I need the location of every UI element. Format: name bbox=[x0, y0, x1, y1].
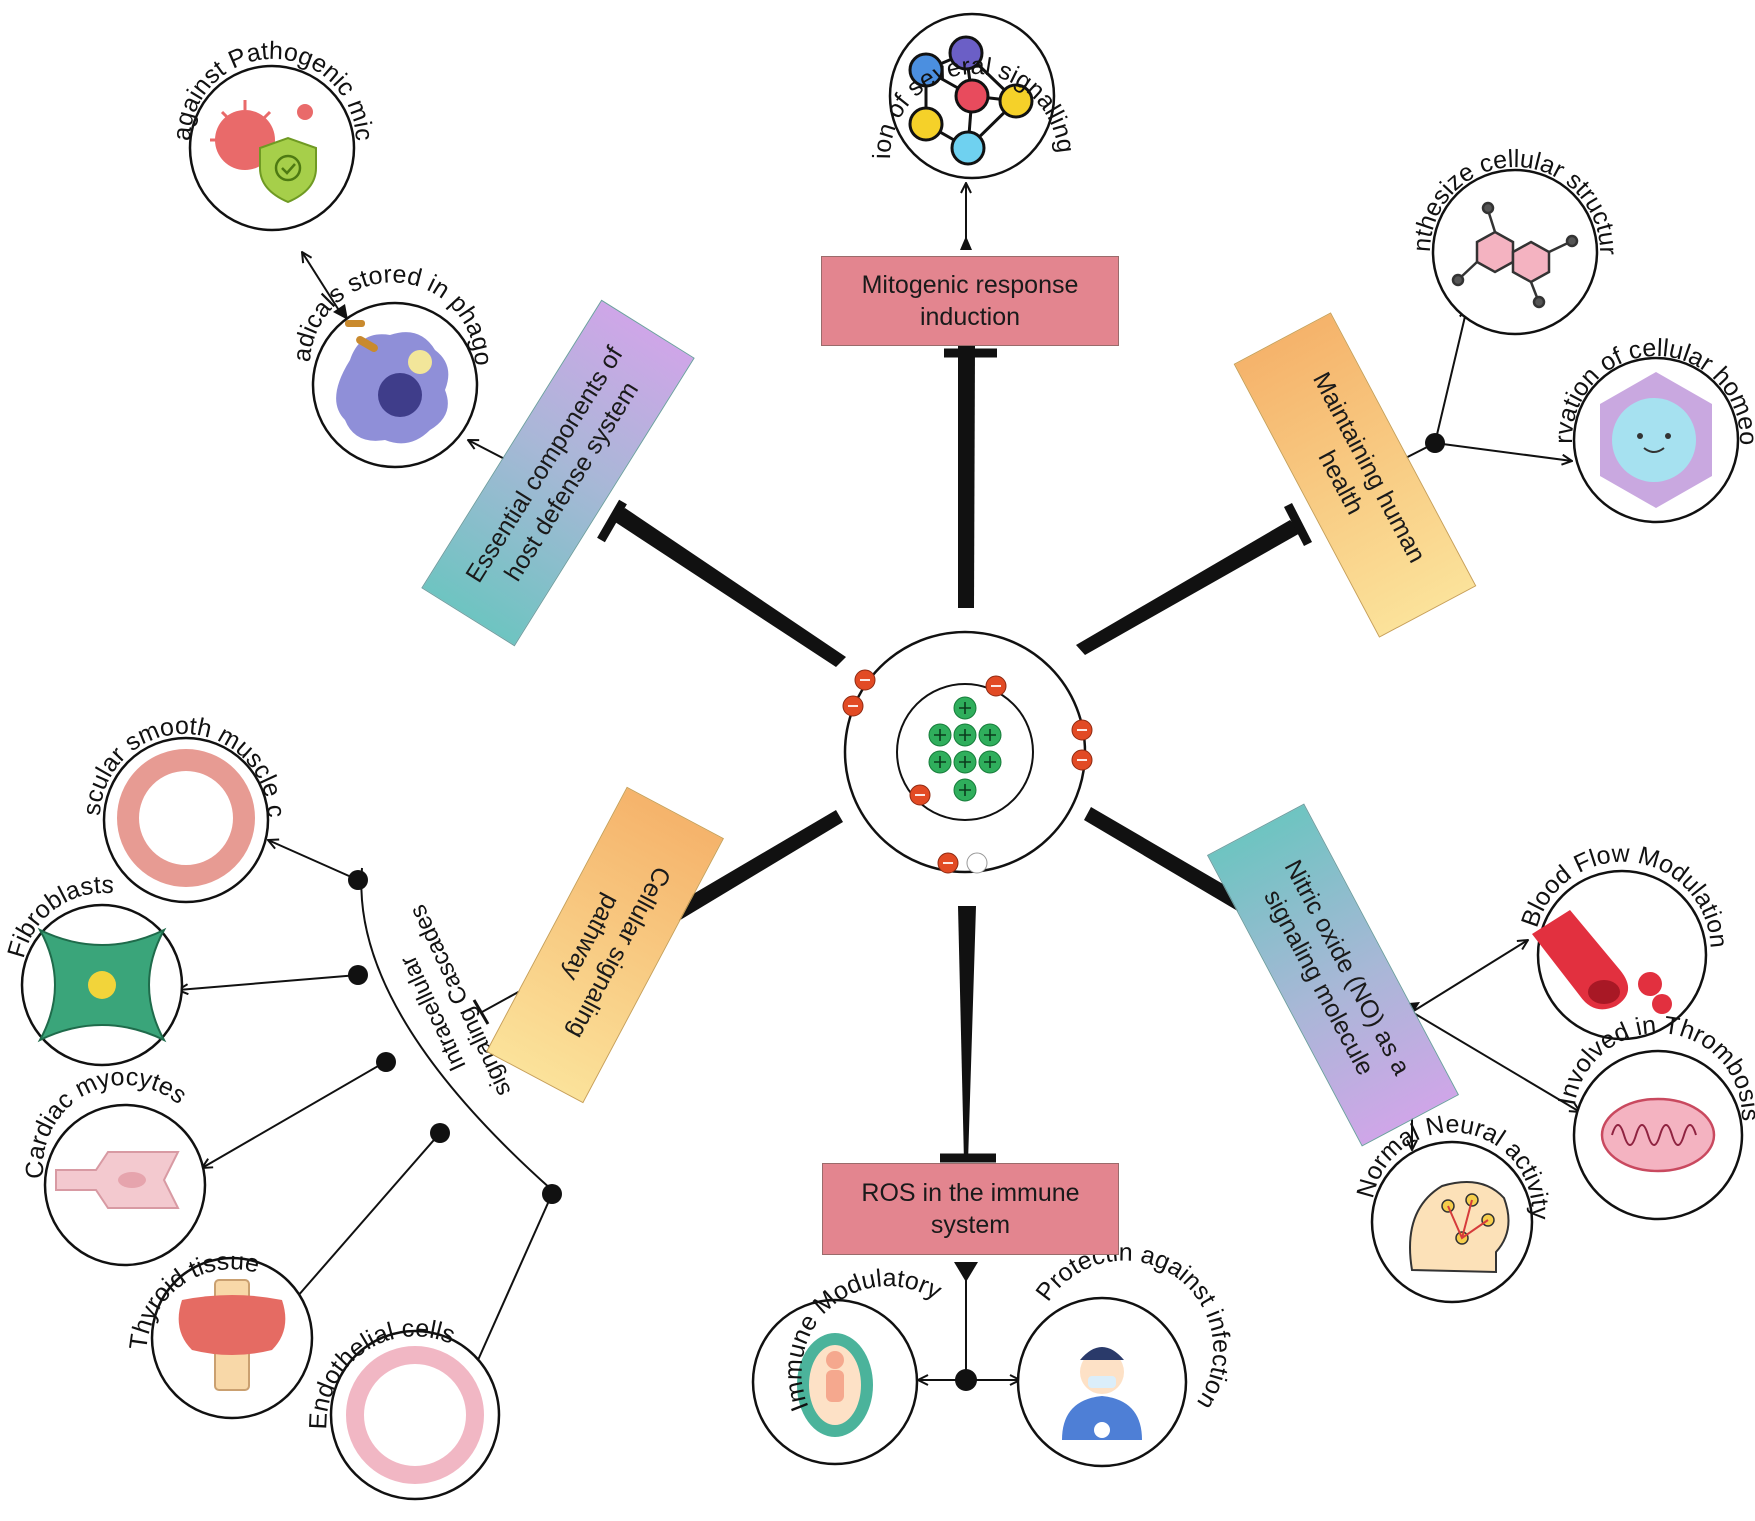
fibroblast-icon bbox=[20, 903, 184, 1067]
protection-person-icon bbox=[1016, 1296, 1188, 1468]
signalling-network-icon bbox=[888, 12, 1056, 180]
healthy-cell-icon bbox=[1572, 356, 1740, 524]
endothelial-ring-icon bbox=[329, 1329, 501, 1501]
thyroid-icon bbox=[150, 1256, 314, 1420]
phagocyte-icon bbox=[311, 301, 479, 469]
atom-icon bbox=[842, 630, 1093, 874]
cardiac-myocyte-icon bbox=[43, 1103, 207, 1267]
molecule-structure-icon bbox=[1431, 168, 1599, 336]
brain-head-icon bbox=[1370, 1140, 1534, 1304]
immune-person-icon bbox=[751, 1298, 919, 1466]
vascular-ring-icon bbox=[102, 736, 270, 904]
mitochondria-icon bbox=[1572, 1049, 1744, 1221]
nucleus-protons bbox=[928, 696, 1002, 802]
blood-flow-icon bbox=[1532, 869, 1708, 1041]
pathogen-shield-icon bbox=[188, 64, 356, 232]
